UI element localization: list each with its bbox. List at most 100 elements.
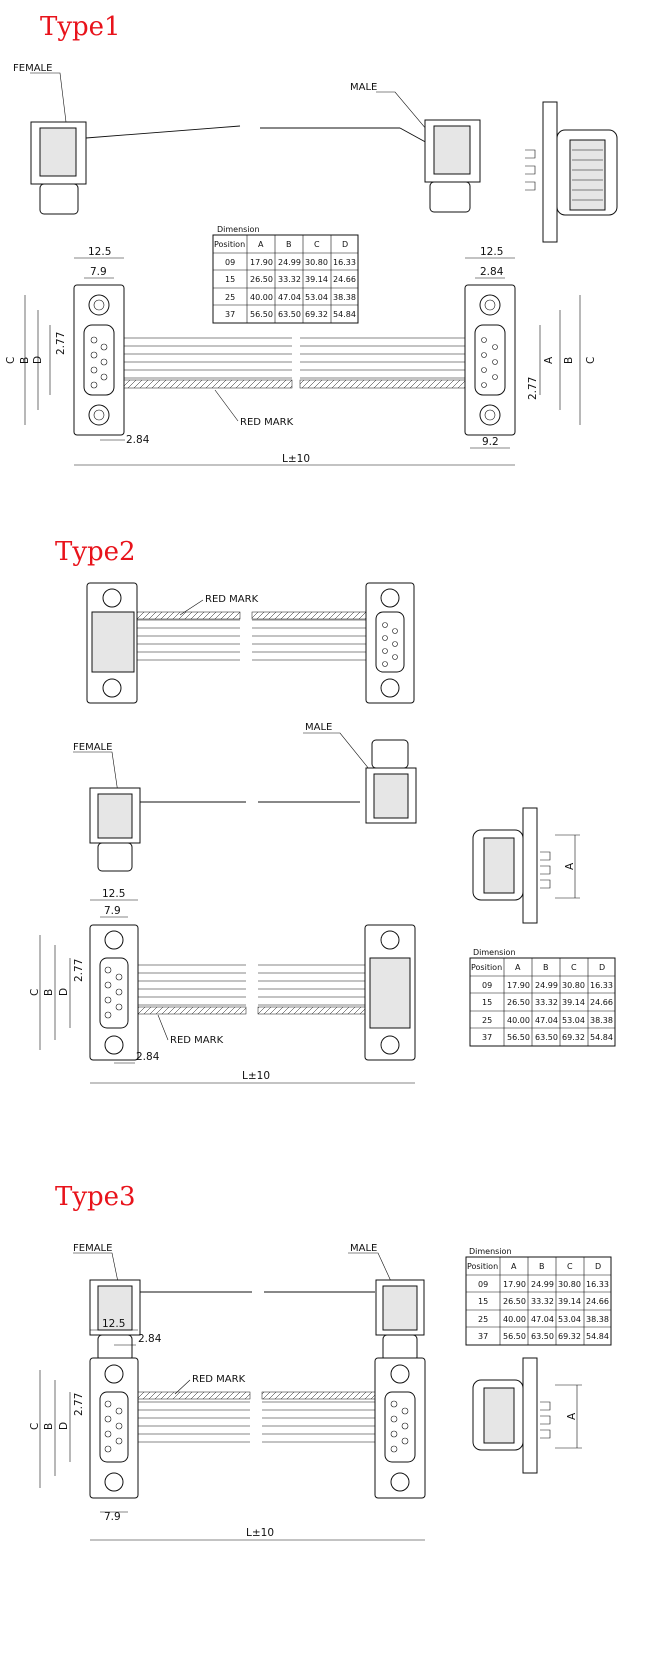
dim-length: L±10 [282,453,310,465]
cell: 69.32 [305,310,328,319]
dim-b: B [43,1423,55,1430]
dim-d: D [58,988,70,996]
th-a: A [258,240,264,249]
cell: 40.00 [250,293,273,302]
cell: 69.32 [558,1332,581,1341]
th-d: D [599,963,605,972]
cell: 47.04 [535,1016,558,1025]
cell: 63.50 [535,1033,558,1042]
cell: 16.33 [590,981,613,990]
dim-7-9: 7.9 [90,266,107,278]
th-a: A [511,1262,517,1271]
dim-b: B [19,357,31,364]
cell: 17.90 [503,1280,526,1289]
dim-b-r: B [563,357,575,364]
cell: 26.50 [503,1297,526,1306]
cell: 24.99 [531,1280,554,1289]
cell: 15 [478,1297,488,1306]
dim-length: L±10 [246,1527,274,1539]
cell: 15 [225,275,235,284]
dim-d: D [32,356,44,364]
cell: 47.04 [278,293,301,302]
cell: 15 [482,998,492,1007]
type1-end-view [525,101,618,243]
type3-end-view: A [472,1357,582,1474]
cell: 33.32 [535,998,558,1007]
dim-2-77: 2.77 [73,959,85,982]
dim-c: C [5,357,17,364]
type1-dimension-table: Dimension Position A B C D 09 17.90 24.9… [212,225,359,324]
cell: 63.50 [531,1332,554,1341]
cell: 25 [482,1016,492,1025]
th-c: C [314,240,320,249]
type2-dimension-table: Dimension Position A B C D 09 17.90 24.9… [469,948,616,1047]
cell: 37 [478,1332,488,1341]
type3-front-view: RED MARK 12.5 2.84 7.9 L±10 C B D 2.77 [29,1318,426,1541]
type2-end-view: A [472,807,580,924]
cell: 56.50 [503,1332,526,1341]
male-label: MALE [305,722,332,733]
female-label: FEMALE [13,63,52,74]
dim-2-77-r: 2.77 [527,377,539,400]
dim-c: C [29,1423,41,1430]
cell: 24.66 [590,998,613,1007]
th-c: C [571,963,577,972]
cell: 63.50 [278,310,301,319]
th-c: C [567,1262,573,1271]
dim-12-5: 12.5 [102,888,125,900]
cell: 69.32 [562,1033,585,1042]
cell: 37 [225,310,235,319]
cell: 25 [225,293,235,302]
cell: 38.38 [586,1315,609,1324]
th-b: B [286,240,292,249]
dim-c-r: C [585,357,597,364]
dim-12-5-r: 12.5 [480,246,503,258]
cell: 47.04 [531,1315,554,1324]
dim-2-77: 2.77 [55,332,67,355]
cell: 16.33 [586,1280,609,1289]
cell: 17.90 [507,981,530,990]
cell: 54.84 [333,310,356,319]
th-position: Position [467,1262,498,1271]
cell: 54.84 [586,1332,609,1341]
dim-7-9: 7.9 [104,905,121,917]
cell: 25 [478,1315,488,1324]
male-label: MALE [350,1243,377,1254]
dim-12-5: 12.5 [102,1318,125,1330]
cell: 26.50 [250,275,273,284]
cell: 54.84 [590,1033,613,1042]
cell: 30.80 [562,981,585,990]
cell: 24.99 [278,258,301,267]
cell: 39.14 [562,998,585,1007]
female-label: FEMALE [73,742,112,753]
th-position: Position [471,963,502,972]
female-label: FEMALE [73,1243,112,1254]
dim-2-84: 2.84 [136,1051,160,1063]
cell: 39.14 [558,1297,581,1306]
cell: 39.14 [305,275,328,284]
cell: 37 [482,1033,492,1042]
dim-a-r: A [543,356,555,364]
cell: 24.99 [535,981,558,990]
cell: 40.00 [507,1016,530,1025]
type1-title: Type1 [40,12,121,42]
type2-top-view: RED MARK [86,582,415,704]
cell: 30.80 [305,258,328,267]
cell: 09 [482,981,492,990]
type3-dimension-table: Dimension Position A B C D 09 17.90 24.9… [465,1247,612,1346]
dim-12-5: 12.5 [88,246,111,258]
dim-2-84-r: 2.84 [480,266,504,278]
red-mark-label: RED MARK [170,1035,224,1046]
cell: 17.90 [250,258,273,267]
dim-2-77: 2.77 [73,1393,85,1416]
dim-a: A [566,1412,578,1420]
male-label: MALE [350,82,377,93]
cell: 40.00 [503,1315,526,1324]
red-mark-label: RED MARK [192,1374,246,1385]
cell: 24.66 [333,275,356,284]
dim-7-9: 7.9 [104,1511,121,1523]
type2-side-view: FEMALE MALE [73,722,417,872]
cell: 33.32 [531,1297,554,1306]
cell: 26.50 [507,998,530,1007]
